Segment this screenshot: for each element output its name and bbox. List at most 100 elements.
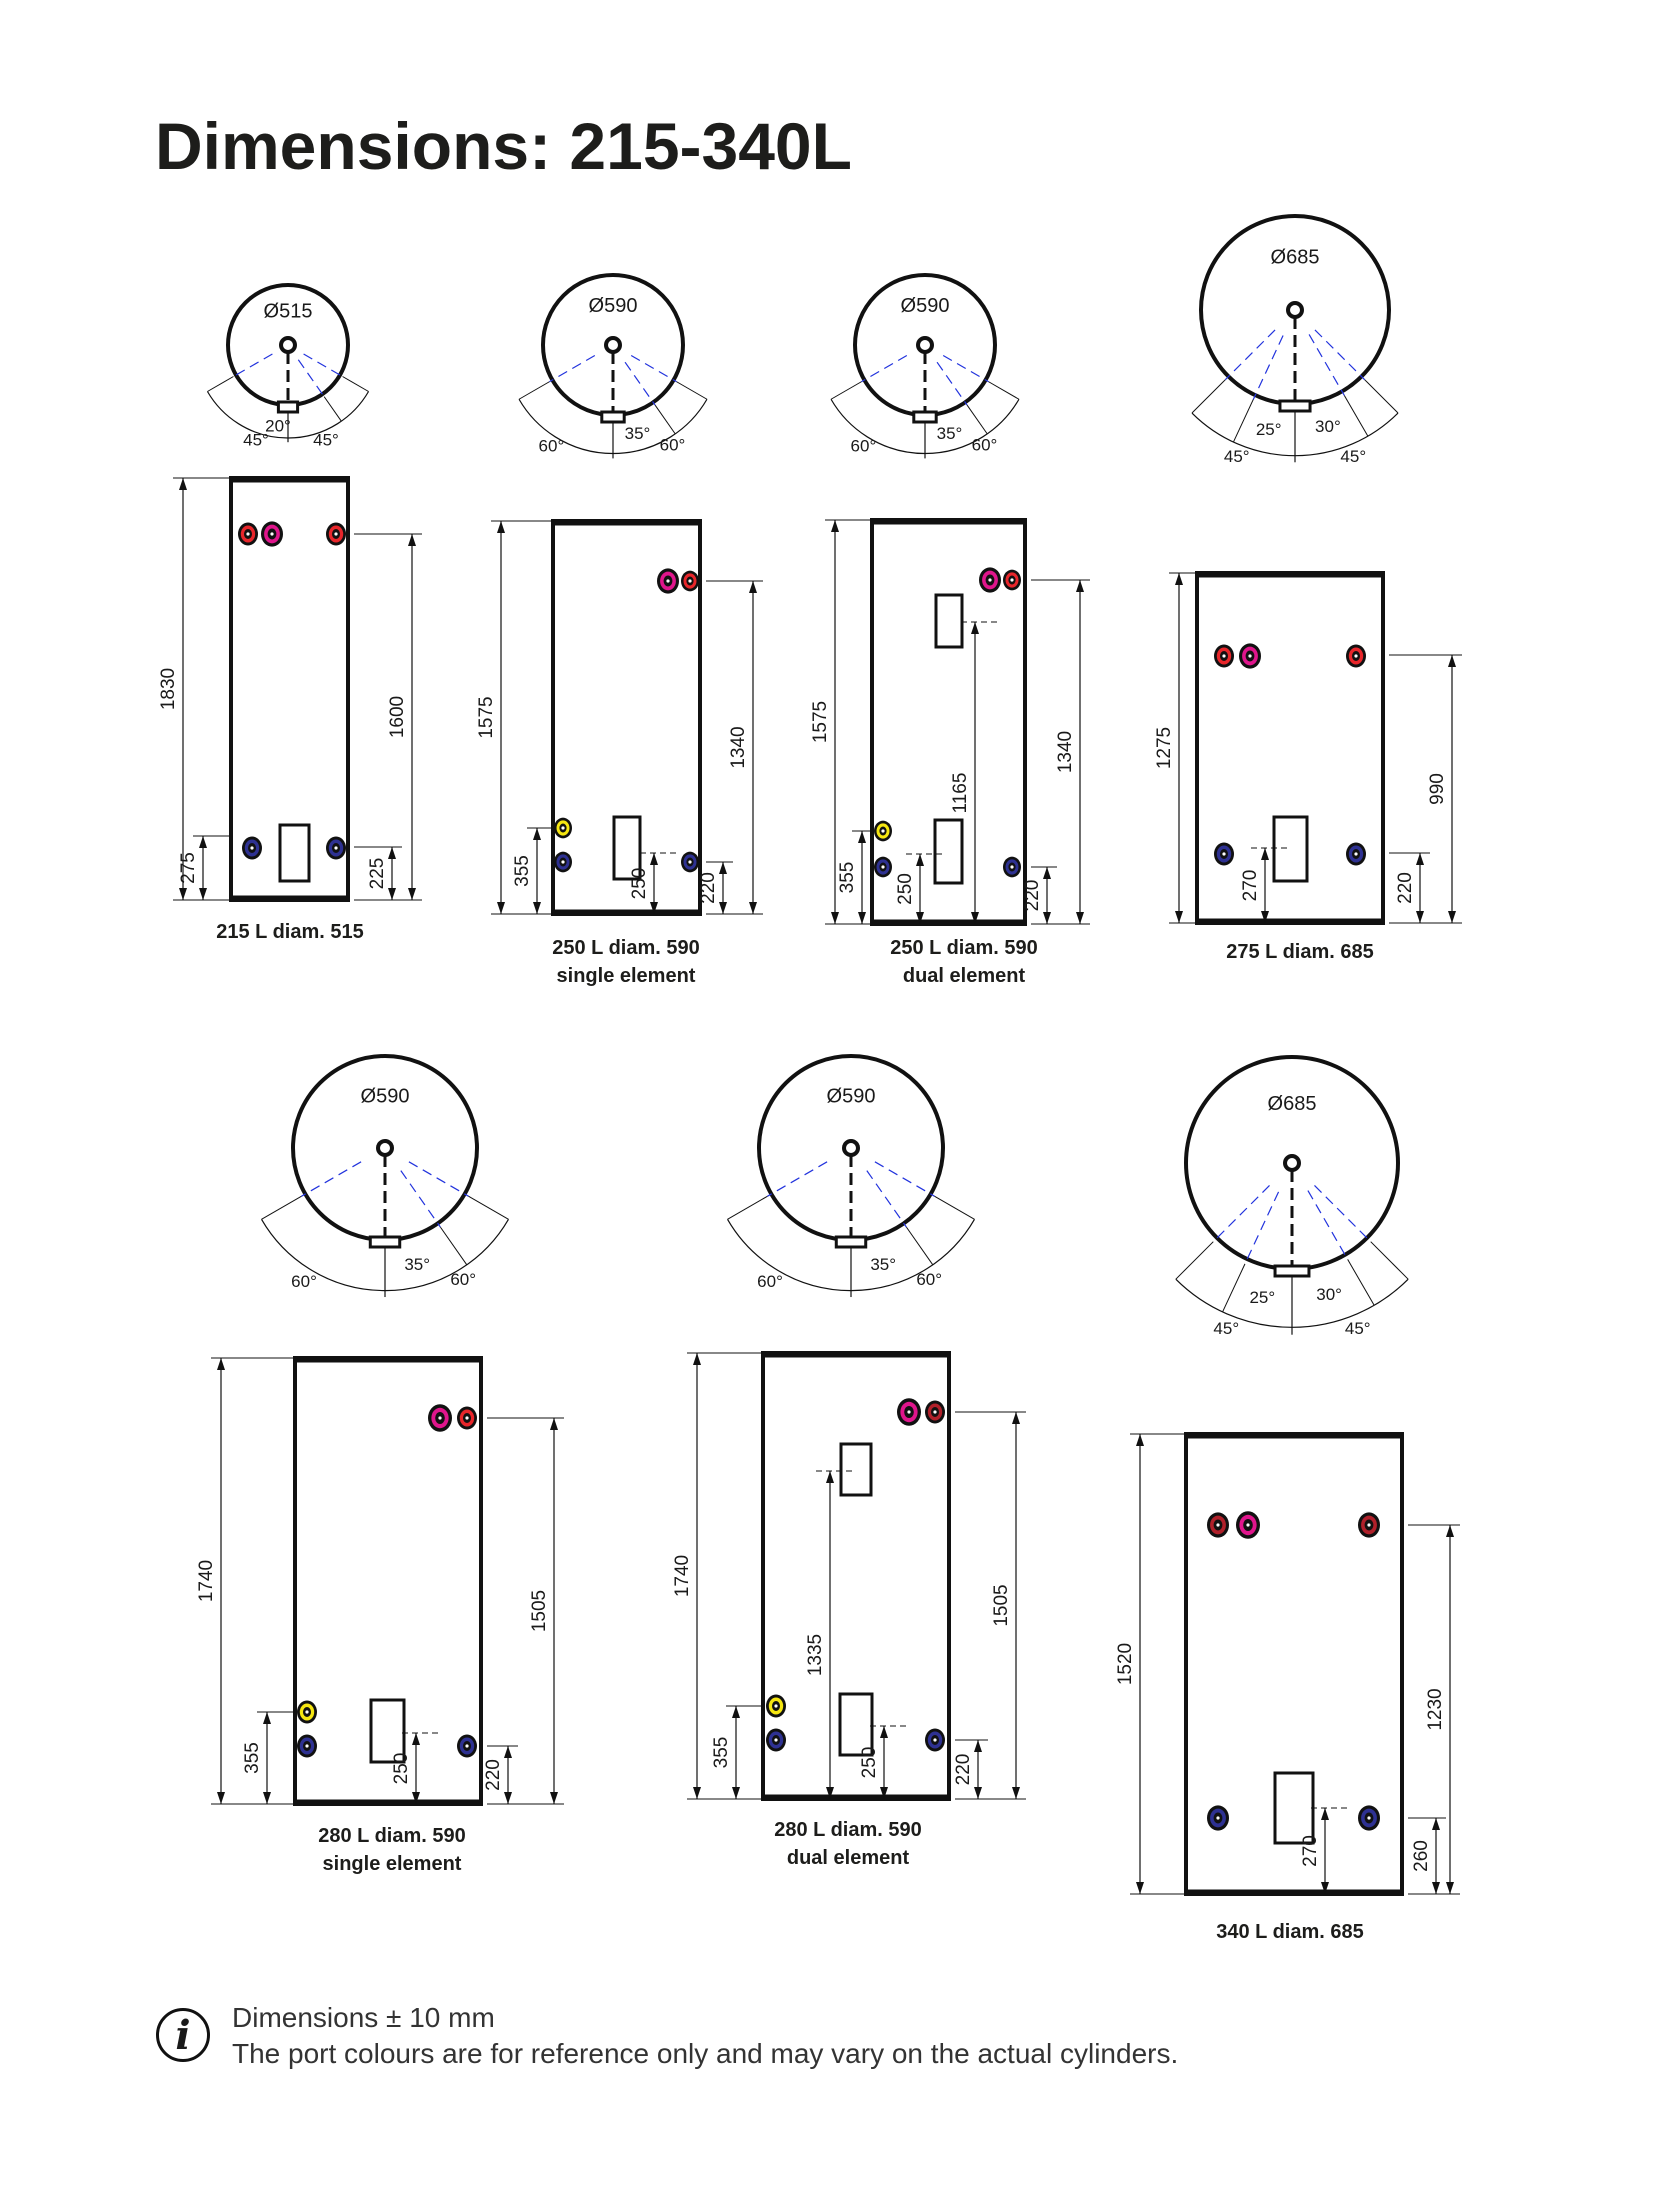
arrow-head (858, 831, 866, 843)
dimension-label: 220 (698, 872, 719, 904)
dimension-label: 1230 (1425, 1688, 1446, 1730)
dimension-260: 260 (1408, 1817, 1446, 1895)
dimension-1165: 1165 (950, 621, 997, 924)
dimension-label: 1600 (387, 696, 408, 738)
diameter-label: Ø685 (1268, 1093, 1317, 1115)
port-centre (774, 1738, 778, 1742)
port-angle-guide (297, 359, 325, 397)
heating-element-icon (934, 593, 964, 649)
port-angle-guide (1244, 1191, 1280, 1265)
port-centre (1222, 654, 1226, 658)
dimension-label: 1740 (672, 1555, 693, 1597)
dimension-label: 1335 (805, 1634, 826, 1676)
port-angle-guide (1308, 334, 1345, 396)
dimension-label: 270 (1240, 870, 1261, 902)
arrow-head (1432, 1818, 1440, 1830)
note-line-colours: The port colours are for reference only … (232, 2038, 1179, 2069)
angle-label: 35° (937, 424, 963, 443)
port-centre (334, 846, 338, 850)
port-centre (933, 1738, 937, 1742)
angle-arc (206, 391, 370, 439)
port-angle-guide (408, 1161, 469, 1197)
angle-label: 60° (539, 437, 565, 456)
angle-label: 60° (660, 435, 686, 454)
port-centre (774, 1704, 778, 1708)
dimension-250: 250 (859, 1725, 906, 1799)
port-angle-guide (630, 354, 677, 383)
extension-line (727, 1195, 768, 1220)
dimension-1740: 1740 (196, 1357, 295, 1805)
arrow-head (971, 912, 979, 924)
port-centre (666, 579, 670, 583)
arrow-head (693, 1353, 701, 1365)
model-name: 280 L diam. 590 (318, 1825, 466, 1847)
port-angle-guide (936, 361, 968, 406)
extension-line (1343, 395, 1369, 437)
port-centre (1367, 1816, 1371, 1820)
dimension-1575: 1575 (476, 520, 553, 915)
page-title: Dimensions: 215-340L (155, 109, 852, 183)
port-centre (933, 1410, 937, 1414)
dimension-1520: 1520 (1115, 1433, 1186, 1895)
anode-cap-icon (276, 400, 300, 414)
arrow-head (719, 862, 727, 874)
angle-label: 60° (972, 435, 998, 454)
port-centre (907, 1410, 911, 1414)
dimension-1740: 1740 (672, 1352, 763, 1800)
dimension-label: 220 (483, 1759, 504, 1791)
arrow-head (732, 1787, 740, 1799)
port-centre (270, 532, 274, 536)
port-centre (561, 860, 565, 864)
angle-label: 45° (313, 430, 339, 449)
angle-label: 45° (1340, 447, 1366, 466)
anode-cap-icon (1278, 399, 1312, 413)
extension-line (323, 396, 342, 422)
port-centre (250, 846, 254, 850)
port-centre (1010, 578, 1014, 582)
port-centre (246, 532, 250, 536)
top-outlet-icon (604, 336, 622, 354)
angle-label: 35° (870, 1255, 896, 1274)
arrow-head (1448, 911, 1456, 923)
anode-cap-icon (912, 410, 938, 424)
extension-line (468, 1195, 509, 1220)
extension-line (1222, 1263, 1246, 1313)
dimension-1505: 1505 (955, 1411, 1026, 1800)
arrow-head (826, 1787, 834, 1799)
model-name: 280 L diam. 590 (774, 1819, 922, 1841)
arrow-head (1175, 573, 1183, 585)
arrow-head (199, 836, 207, 848)
port-angle-guide (400, 1170, 441, 1228)
dimension-1340: 1340 (1031, 579, 1090, 925)
arrow-head (974, 1740, 982, 1752)
angle-label: 60° (757, 1272, 783, 1291)
port-centre (1354, 654, 1358, 658)
anode-cap-icon (834, 1235, 868, 1249)
arrow-head (263, 1712, 271, 1724)
arrow-head (693, 1787, 701, 1799)
extension-line (905, 1226, 934, 1266)
arrow-head (1012, 1412, 1020, 1424)
port-centre (1246, 1523, 1250, 1527)
dimension-label: 250 (859, 1747, 880, 1779)
extension-line (654, 404, 676, 435)
angle-arc (1175, 1278, 1409, 1328)
port-angle-guide (624, 361, 656, 406)
extension-line (518, 381, 550, 400)
arrow-head (831, 912, 839, 924)
angle-label: 45° (1345, 1319, 1371, 1338)
model-name: 275 L diam. 685 (1226, 941, 1374, 963)
port-centre (1248, 654, 1252, 658)
port-angle-guide (233, 353, 273, 378)
dimension-label: 355 (711, 1737, 732, 1769)
arrow-head (1012, 1787, 1020, 1799)
